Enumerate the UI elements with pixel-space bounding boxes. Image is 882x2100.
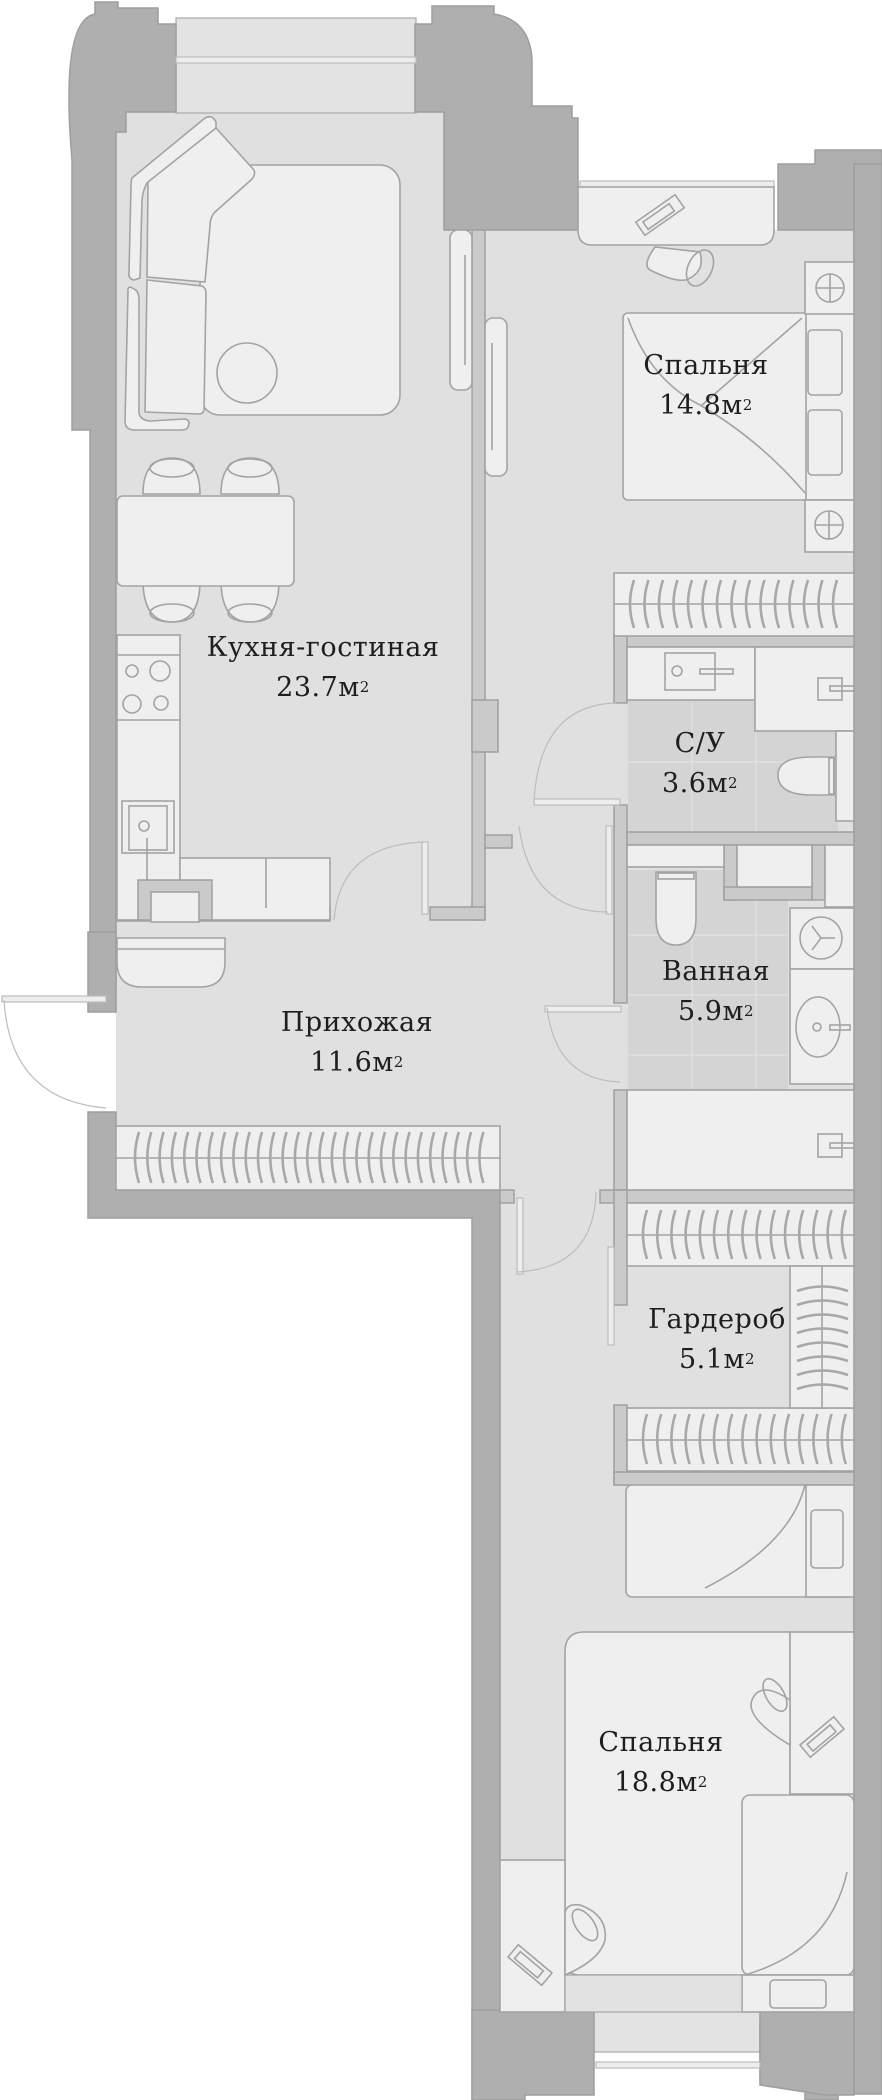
room-label-wc: С/У 3.6м2: [662, 724, 738, 807]
room-label-bathroom: Ванная 5.9м2: [662, 952, 770, 1035]
room-area: 3.6м2: [661, 768, 739, 799]
window-icon: [175, 56, 417, 64]
chair-icon: [646, 246, 715, 287]
bedroom-1-furniture: [577, 186, 855, 553]
door-icon: [607, 1246, 615, 1346]
room-label-bedroom-1: Спальня 14.8м2: [643, 346, 768, 429]
rug-ottoman-icon: [216, 342, 278, 404]
door-icon: [516, 1191, 597, 1275]
room-area: 18.8м2: [614, 1767, 708, 1798]
room-area: 5.1м2: [678, 1344, 755, 1375]
pillow-icon: [810, 1509, 844, 1569]
chair-icon: [220, 579, 280, 623]
sink-icon: [817, 1133, 855, 1158]
outer-walls: [68, 1, 882, 2100]
room-area: 23.7м2: [276, 672, 370, 703]
chair-icon: [220, 457, 280, 495]
door-icon: [518, 825, 613, 915]
sink-icon: [121, 800, 175, 880]
window-icon: [579, 180, 775, 188]
sofa-icon: [124, 115, 256, 431]
lamp-icon: [815, 273, 845, 303]
sink-icon: [795, 996, 851, 1058]
windows: [175, 56, 775, 2069]
room-label-hallway: Прихожая 11.6м2: [281, 1003, 433, 1086]
closets: [115, 572, 855, 1472]
chair-icon: [564, 1903, 607, 1977]
bed-icon: [741, 1794, 855, 1976]
pillow-icon: [807, 409, 843, 476]
bedroom-2-furniture: [499, 1484, 855, 2013]
keyboard-icon: [798, 1715, 846, 1759]
room-area: 11.6м2: [310, 1047, 404, 1078]
room-name: Прихожая: [280, 1007, 434, 1038]
sink-icon: [664, 652, 734, 691]
hangers-icon: [133, 579, 849, 1465]
bath-fixtures: [626, 646, 855, 1191]
room-label-kitchen-living: Кухня-гостиная 23.7м2: [207, 628, 440, 711]
room-label-bedroom-2: Спальня 18.8м2: [598, 1723, 723, 1806]
toilet-icon: [655, 871, 697, 946]
room-name: Спальня: [643, 350, 769, 381]
dining-table-icon: [116, 495, 295, 587]
room-name: С/У: [674, 728, 726, 759]
pillow-icon: [807, 329, 843, 396]
living-furniture: [116, 115, 508, 988]
stove-icon: [122, 660, 171, 714]
door-icon: [544, 1005, 622, 1083]
window-icon: [595, 2061, 761, 2069]
chair-icon: [142, 457, 201, 495]
door-icon: [333, 841, 429, 921]
lamp-icon: [814, 510, 844, 540]
door-icon: [1, 995, 107, 1109]
keyboard-icon: [634, 193, 686, 237]
chair-icon: [750, 1677, 791, 1747]
keyboard-icon: [506, 1943, 554, 1987]
sink-icon: [817, 677, 855, 701]
room-area: 5.9м2: [677, 996, 754, 1027]
toilet-icon: [777, 756, 835, 796]
door-icon: [533, 702, 621, 806]
room-area: 14.8м2: [659, 390, 753, 421]
room-label-wardrobe: Гардероб 5.1м2: [648, 1300, 786, 1383]
doors: [1, 702, 622, 1346]
room-name: Гардероб: [648, 1304, 786, 1335]
pillow-icon: [769, 1979, 827, 2009]
room-name: Кухня-гостиная: [206, 632, 440, 663]
chair-icon: [142, 579, 201, 623]
room-name: Спальня: [598, 1727, 724, 1758]
room-name: Ванная: [661, 956, 771, 987]
washing-machine-icon: [799, 916, 843, 960]
